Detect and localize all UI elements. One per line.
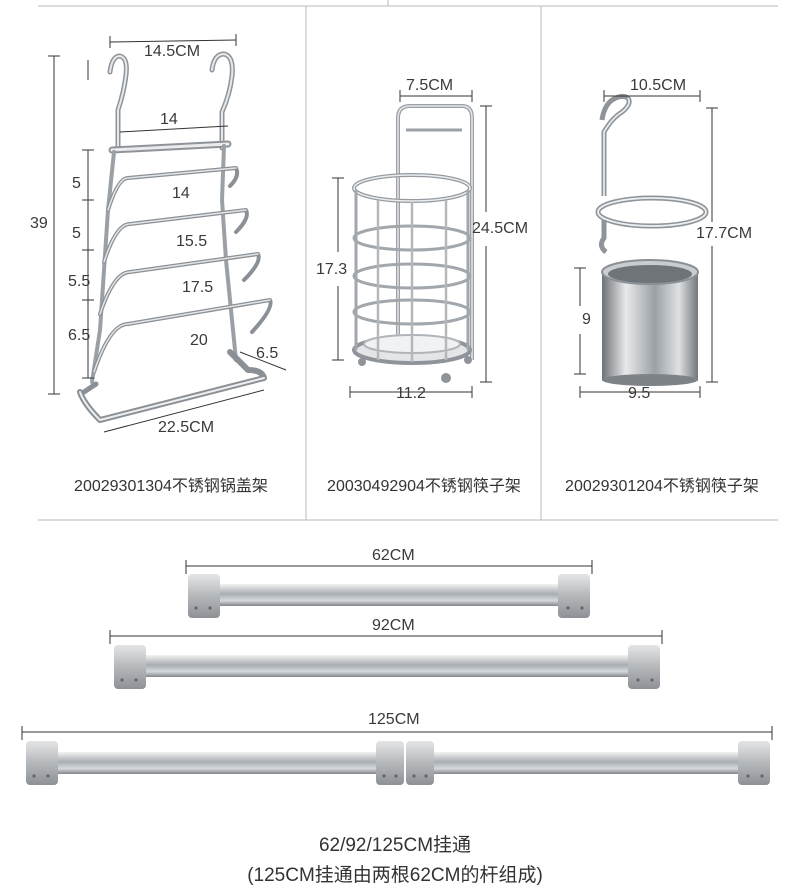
rails-title: 62/92/125CM挂通 — [318, 835, 472, 856]
lid-rack-gap-3: 5.5 — [68, 273, 91, 290]
lid-rack-rung-3: 15.5 — [176, 233, 208, 250]
lid-rack-caption: 20029301304不锈钢锅盖架 — [74, 478, 268, 495]
chopstick-basket-drawing — [352, 104, 474, 383]
rail-92-drawing — [114, 645, 660, 689]
basket-caption: 20030492904不锈钢筷子架 — [327, 478, 521, 495]
basket-total-height: 24.5CM — [472, 220, 529, 237]
cup-width: 9.5 — [628, 385, 651, 402]
chopstick-cup-dimension-lines — [574, 90, 718, 398]
rail-dimension-lines — [21, 560, 773, 740]
lid-rack-dimension-lines — [48, 34, 287, 433]
cup-caption: 20029301204不锈钢筷子架 — [565, 478, 759, 495]
lid-rack-rung-4: 17.5 — [182, 279, 214, 296]
lid-rack-base: 22.5CM — [158, 419, 215, 436]
lid-rack-top-width: 14.5CM — [144, 43, 201, 60]
section-dividers — [38, 0, 778, 521]
lid-rack-height: 39 — [30, 215, 48, 232]
lid-rack-gap-4: 6.5 — [68, 327, 91, 344]
chopstick-cup-drawing — [595, 93, 709, 386]
rail-62-label: 62CM — [372, 547, 415, 564]
chopstick-basket-dimension-lines — [332, 90, 492, 398]
lid-rack-gap-1: 5 — [72, 175, 81, 192]
rail-62-drawing — [188, 574, 590, 618]
cup-top: 10.5CM — [630, 77, 687, 94]
lid-rack-rung-5: 20 — [190, 332, 208, 349]
rail-125-drawing — [26, 741, 770, 785]
basket-height: 17.3 — [316, 261, 348, 278]
basket-top: 7.5CM — [406, 77, 454, 94]
lid-rack-rung-2: 14 — [172, 185, 190, 202]
rail-125-label: 125CM — [368, 711, 420, 728]
rail-92-label: 92CM — [372, 617, 415, 634]
lid-rack-gap-2: 5 — [72, 225, 81, 242]
cup-total-height: 17.7CM — [696, 225, 753, 242]
rails-note: (125CM挂通由两根62CM的杆组成) — [247, 865, 543, 886]
cup-height: 9 — [582, 311, 591, 328]
basket-bottom: 11.2 — [396, 385, 426, 402]
lid-rack-depth: 6.5 — [256, 345, 279, 362]
lid-rack-drawing — [77, 51, 273, 423]
lid-rack-rung-1: 14 — [160, 111, 178, 128]
